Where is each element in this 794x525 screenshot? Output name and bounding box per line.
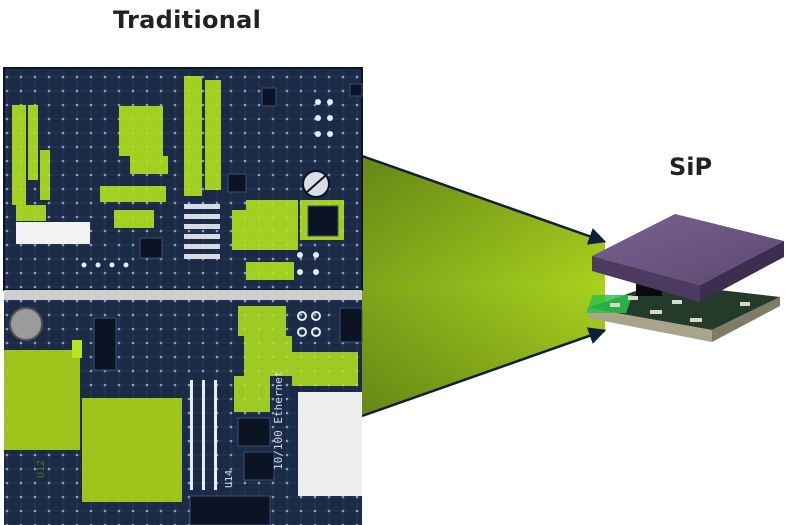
ethernet-jack <box>298 392 362 496</box>
pcb-board-top <box>3 67 363 291</box>
u14-label: U14 <box>224 470 235 488</box>
sip-package <box>586 214 784 342</box>
u12-label: U12 <box>36 460 47 478</box>
silkscreen-label-area <box>16 222 90 244</box>
highlighted-components-top <box>12 76 344 280</box>
highlight-block-center <box>82 398 182 502</box>
traditional-title: Traditional <box>113 6 262 34</box>
board-separator <box>4 290 362 300</box>
bottom-arrow <box>361 327 607 418</box>
sip-lid <box>592 214 784 285</box>
ic-chips-bottom <box>93 307 363 525</box>
funnel-shape <box>361 154 607 418</box>
highlighted-components-bottom <box>234 306 358 412</box>
pads-top <box>81 99 333 275</box>
buzzer-component <box>9 307 43 341</box>
sip-title: SiP <box>669 153 713 181</box>
pcb-board-bottom: 10/100 Ethernet U12 U14 <box>4 300 363 525</box>
ic-chips-top <box>139 83 363 259</box>
top-arrow <box>361 154 607 245</box>
highlight-block-left <box>4 350 80 450</box>
resistor-array <box>184 204 220 259</box>
connector-pins <box>297 311 321 337</box>
ethernet-silkscreen-label: 10/100 Ethernet <box>272 371 285 470</box>
pads-bottom <box>190 380 217 490</box>
